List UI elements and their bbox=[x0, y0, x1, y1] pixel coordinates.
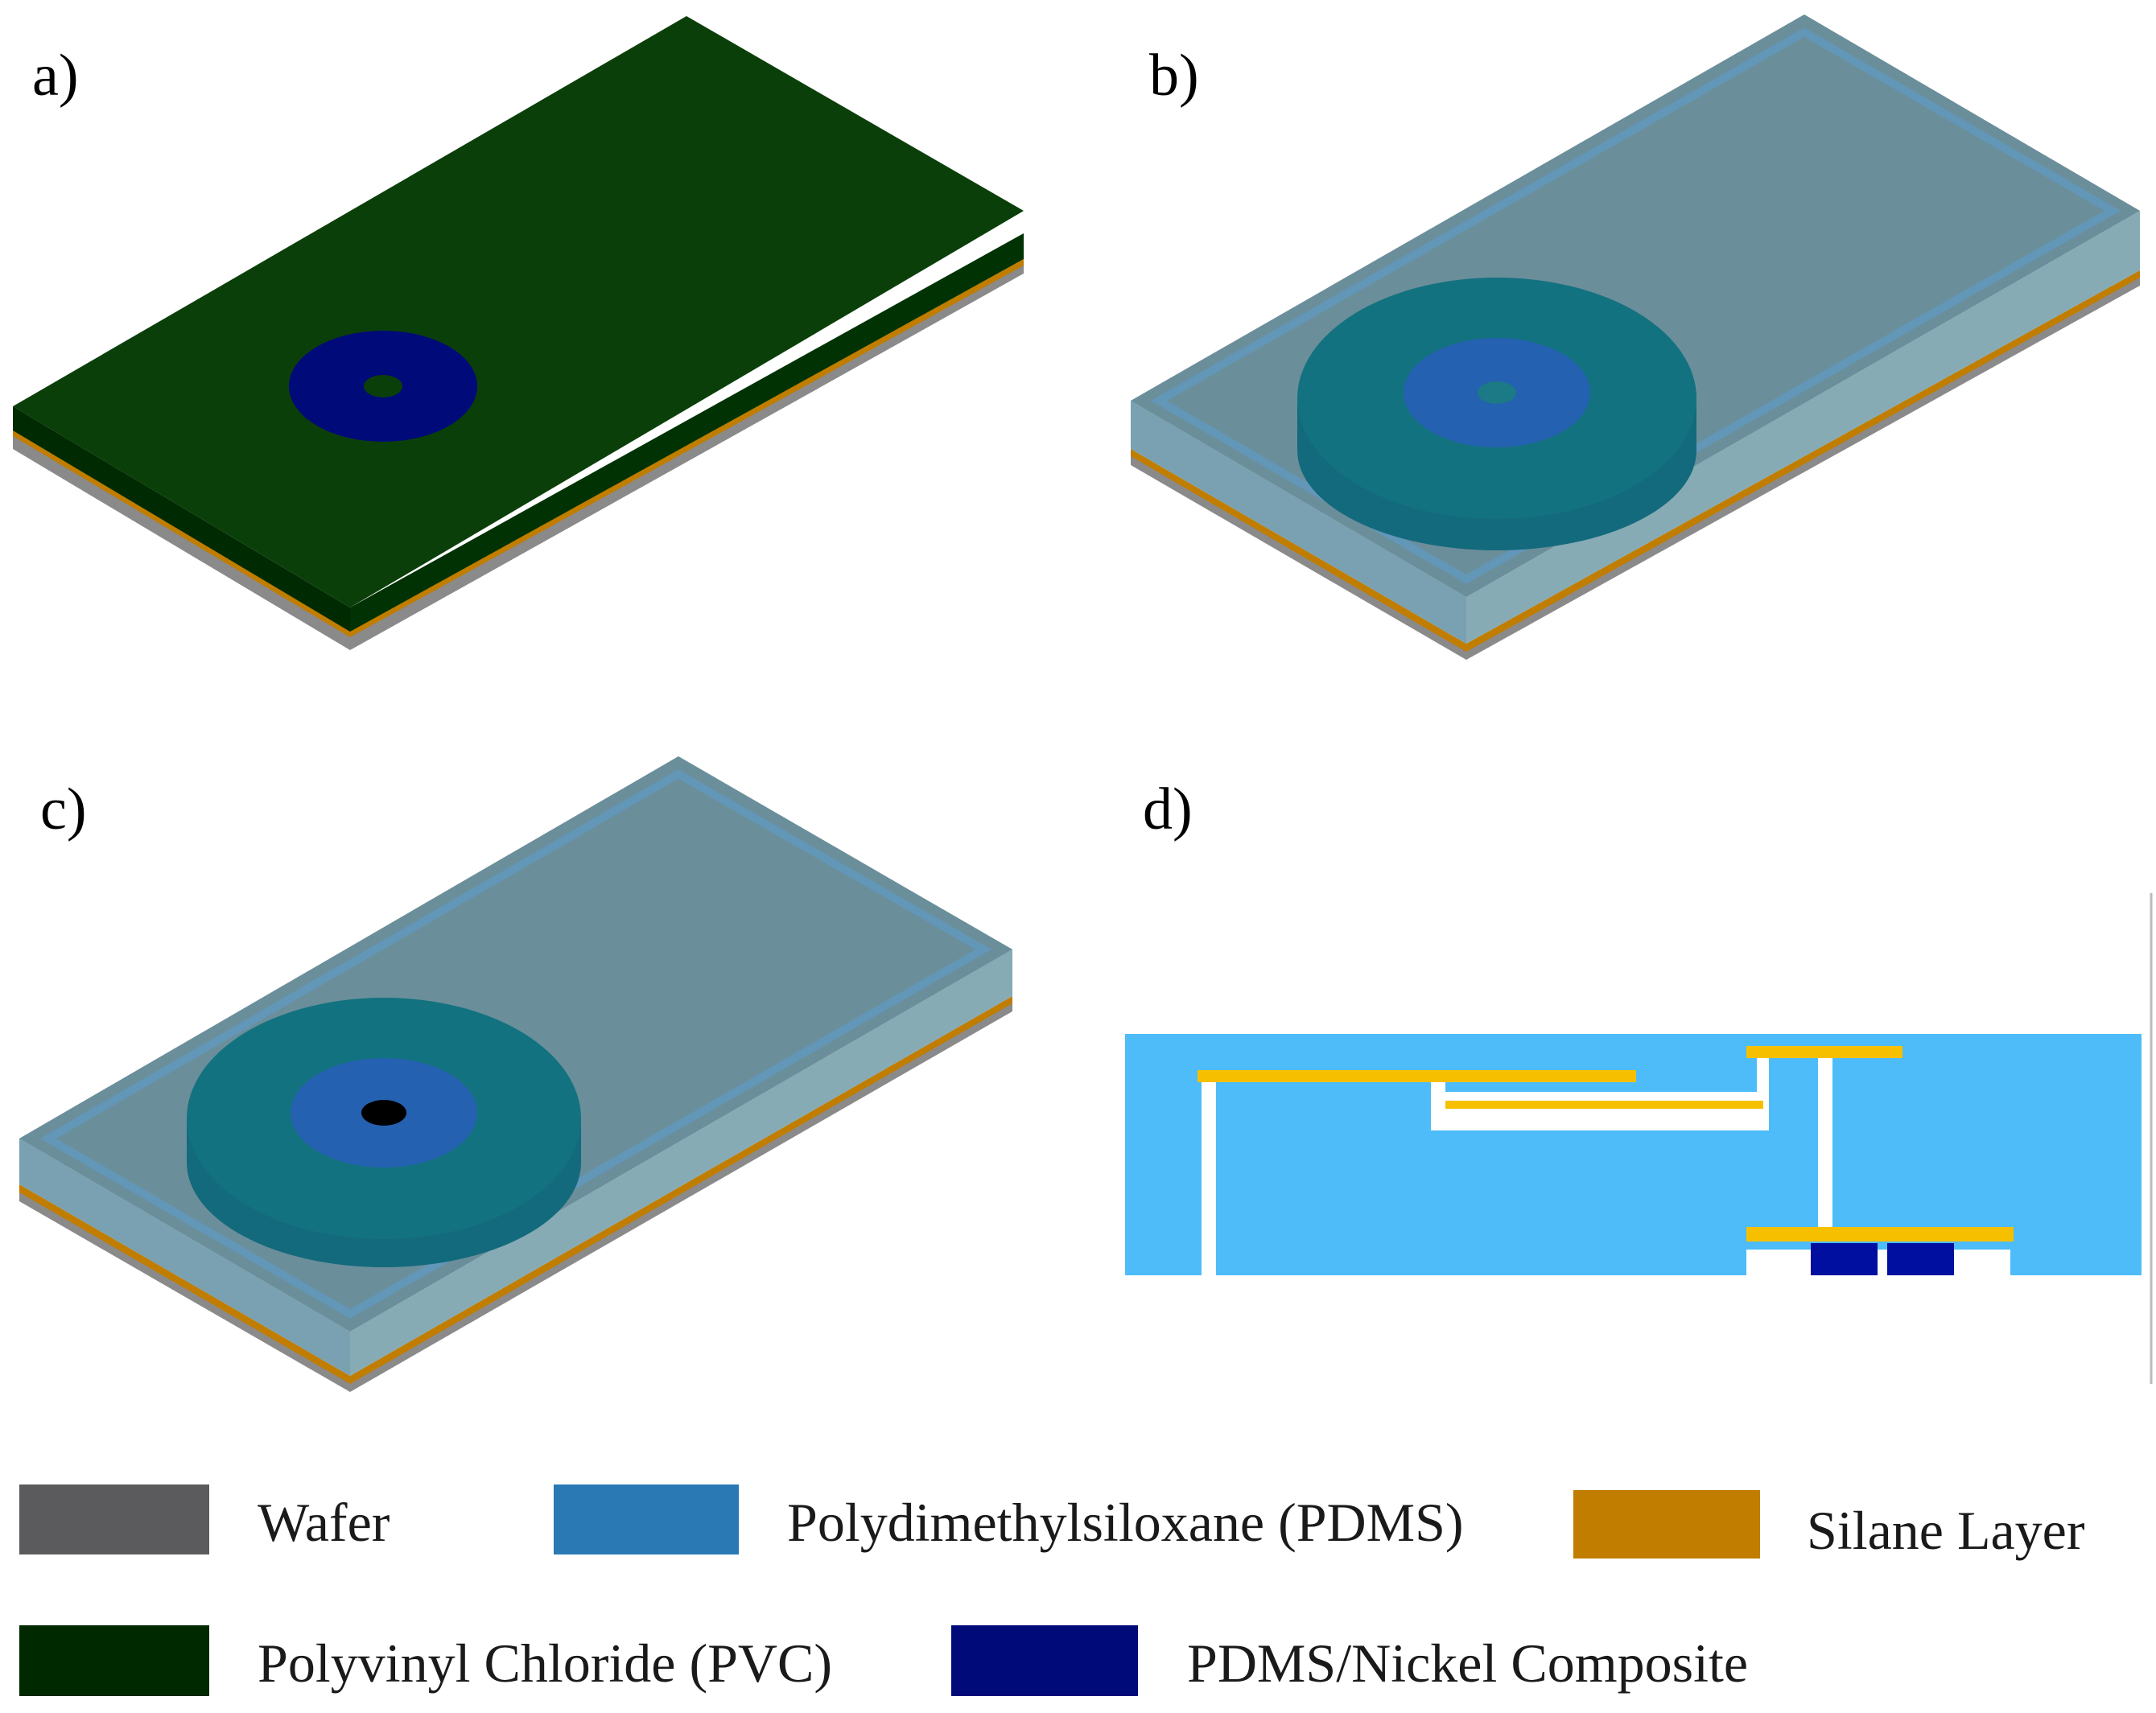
panel-d-silane-film-3 bbox=[1746, 1046, 1902, 1058]
panel-b-pdms-side-right bbox=[1466, 211, 2140, 644]
legend-swatch-pdms bbox=[554, 1484, 739, 1554]
panel-d-composite-block-1 bbox=[1811, 1243, 1878, 1275]
legend-swatch-composite bbox=[951, 1625, 1138, 1696]
panel-c-composite-disc-side bbox=[187, 1118, 581, 1267]
panel-a-pvc-top bbox=[13, 16, 1024, 607]
panel-c-label: c) bbox=[40, 776, 87, 842]
panel-c: c) bbox=[19, 756, 1012, 1392]
panel-b: b) bbox=[1131, 14, 2140, 660]
panel-c-pdms-side-left bbox=[19, 1139, 350, 1376]
panel-b-ring-hole bbox=[1478, 381, 1516, 404]
panel-d: d) bbox=[1125, 776, 2153, 1384]
legend-label-pvc: Polyvinyl Chloride (PVC) bbox=[258, 1633, 832, 1694]
panel-d-silane-film-2 bbox=[1445, 1101, 1763, 1109]
panel-b-label: b) bbox=[1149, 43, 1199, 109]
panel-d-label: d) bbox=[1143, 776, 1193, 842]
panel-d-bottom-cavity bbox=[1746, 1250, 2010, 1275]
legend-label-silane: Silane Layer bbox=[1807, 1500, 2085, 1561]
panel-d-chamber bbox=[1431, 1092, 1769, 1130]
panel-d-silane-film-1 bbox=[1198, 1070, 1636, 1082]
legend: Wafer Polydimethylsiloxane (PDMS) Silane… bbox=[19, 1484, 2085, 1696]
panel-c-through-hole bbox=[361, 1100, 406, 1126]
panel-d-riser-right bbox=[1757, 1056, 1769, 1112]
panel-c-pdms-side-right bbox=[350, 949, 1012, 1376]
panel-a: a) bbox=[13, 16, 1024, 650]
panel-d-left-channel bbox=[1202, 1074, 1216, 1275]
panel-b-pdms-side-left bbox=[1131, 401, 1466, 644]
panel-c-pdms-inner-frame bbox=[40, 769, 992, 1319]
panel-b-composite-disc-side bbox=[1297, 398, 1696, 550]
panel-d-vertical-channel bbox=[1818, 1056, 1832, 1235]
legend-swatch-pvc bbox=[19, 1625, 209, 1696]
legend-label-pdms: Polydimethylsiloxane (PDMS) bbox=[787, 1492, 1464, 1553]
legend-swatch-silane bbox=[1573, 1490, 1760, 1559]
panel-a-ring-hole bbox=[364, 375, 402, 397]
panel-a-label: a) bbox=[32, 43, 79, 109]
legend-label-wafer: Wafer bbox=[258, 1492, 390, 1553]
panel-a-pvc-side-right bbox=[350, 233, 1024, 632]
panel-d-composite-block-2 bbox=[1887, 1243, 1954, 1275]
panel-a-pvc-side-left bbox=[13, 406, 350, 632]
legend-label-composite: PDMS/Nickel Composite bbox=[1187, 1633, 1748, 1694]
legend-swatch-wafer bbox=[19, 1484, 209, 1554]
panel-d-silane-film-4 bbox=[1746, 1227, 2014, 1242]
